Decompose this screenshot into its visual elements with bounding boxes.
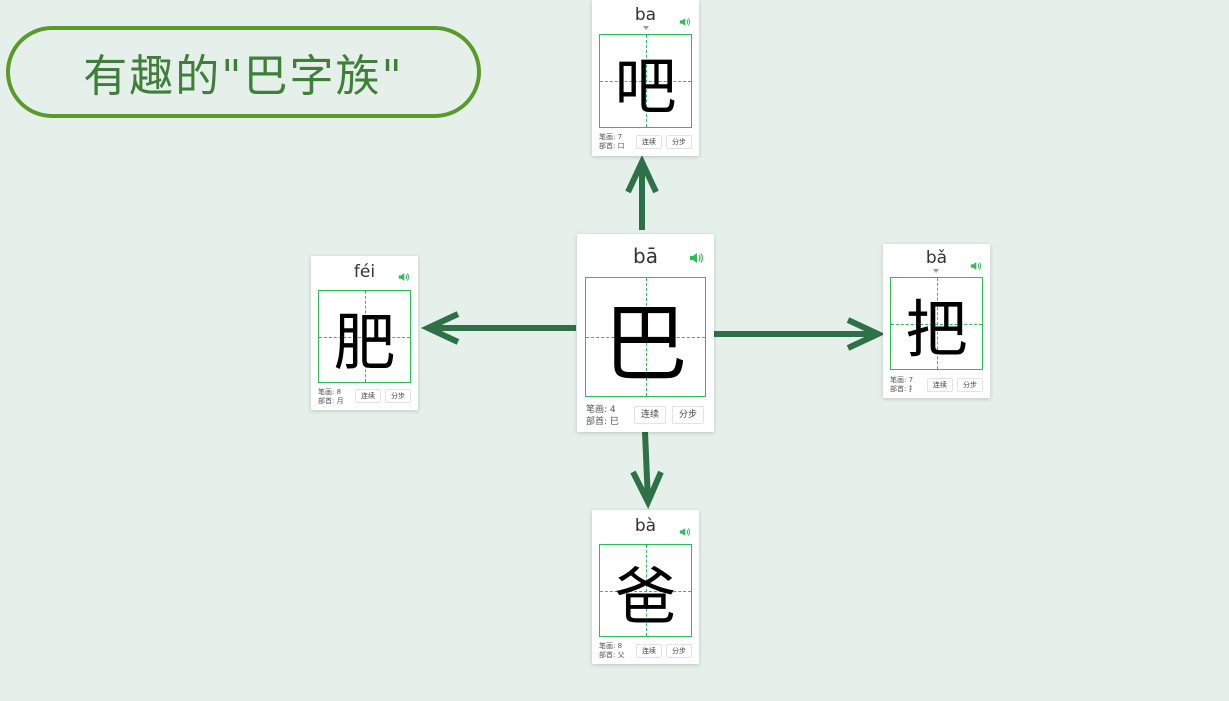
speaker-icon[interactable] (689, 249, 703, 268)
char-meta: 笔画: 4 部首: 巳 (586, 404, 619, 428)
char-card-left: féi 肥 笔画: 8 部首: 月 连续 分步 (311, 256, 418, 410)
caret-icon (933, 269, 939, 273)
stroke-count: 笔画: 4 (586, 405, 616, 415)
char-card-right: bǎ 把 笔画: 7 部首: 扌 连续 分步 (883, 244, 990, 398)
continuous-button[interactable]: 连续 (927, 378, 953, 392)
hanzi-character: 肥 (333, 305, 396, 379)
continuous-button[interactable]: 连续 (636, 135, 662, 149)
char-meta: 笔画: 8 部首: 月 (318, 388, 344, 407)
char-card-center: bā 巴 笔画: 4 部首: 巳 连续 分步 (577, 234, 714, 432)
char-meta: 笔画: 7 部首: 口 (599, 133, 625, 152)
hanzi-character: 吧 (614, 50, 677, 123)
radical: 部首: 扌 (890, 385, 916, 394)
char-card-bottom: bà 爸 笔画: 8 部首: 父 连续 分步 (592, 510, 699, 664)
title-banner: 有趣的"巴字族" (6, 26, 481, 118)
radical: 部首: 口 (599, 142, 625, 151)
char-meta: 笔画: 7 部首: 扌 (890, 376, 916, 395)
hanzi-character: 巴 (603, 294, 688, 393)
writing-grid[interactable]: 吧 (599, 34, 692, 128)
writing-grid[interactable]: 肥 (318, 290, 411, 383)
writing-grid[interactable]: 爸 (599, 544, 692, 637)
speaker-icon[interactable] (679, 522, 690, 541)
continuous-button[interactable]: 连续 (634, 406, 666, 424)
speaker-icon[interactable] (398, 267, 409, 286)
step-button[interactable]: 分步 (666, 135, 692, 149)
arrow-up (625, 154, 659, 230)
step-button[interactable]: 分步 (666, 644, 692, 658)
speaker-icon[interactable] (970, 256, 981, 275)
step-button[interactable]: 分步 (385, 389, 411, 403)
radical: 部首: 月 (318, 397, 344, 406)
char-card-top: ba 吧 笔画: 7 部首: 口 连续 分步 (592, 0, 699, 156)
speaker-icon[interactable] (679, 12, 690, 31)
stroke-count: 笔画: 7 (599, 133, 623, 141)
writing-grid[interactable]: 把 (890, 277, 983, 370)
stroke-count: 笔画: 7 (890, 376, 914, 384)
page-title: 有趣的"巴字族" (83, 51, 404, 102)
pinyin-label: féi (353, 262, 376, 282)
hanzi-character: 爸 (614, 559, 677, 633)
writing-grid[interactable]: 巴 (585, 277, 706, 397)
continuous-button[interactable]: 连续 (355, 389, 381, 403)
stroke-count: 笔画: 8 (599, 642, 623, 650)
continuous-button[interactable]: 连续 (636, 644, 662, 658)
hanzi-character: 把 (905, 292, 968, 366)
caret-icon (643, 26, 649, 30)
stroke-count: 笔画: 8 (318, 388, 342, 396)
arrow-right (714, 317, 886, 351)
char-meta: 笔画: 8 部首: 父 (599, 642, 625, 661)
radical: 部首: 父 (599, 651, 625, 660)
step-button[interactable]: 分步 (672, 406, 704, 424)
arrow-left (420, 311, 576, 345)
pinyin-label: bā (633, 244, 658, 268)
radical: 部首: 巳 (586, 417, 619, 428)
pinyin-label: bǎ (925, 248, 948, 268)
step-button[interactable]: 分步 (957, 378, 983, 392)
arrow-down (630, 431, 664, 510)
pinyin-label: bà (634, 516, 657, 536)
pinyin-label: ba (634, 5, 657, 25)
